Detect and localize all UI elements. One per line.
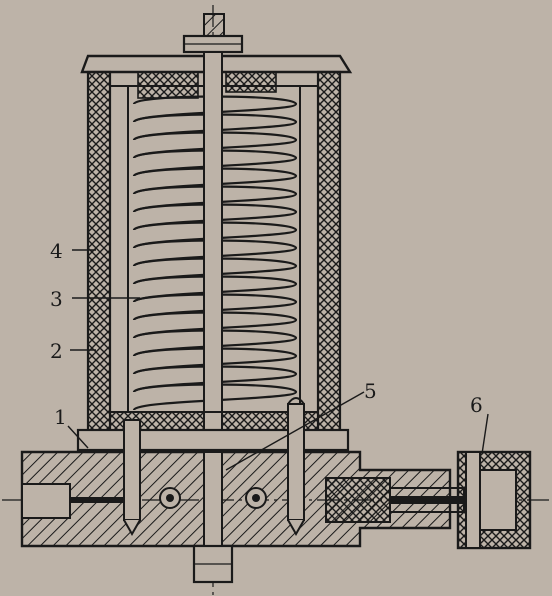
inlet-bore	[21, 483, 71, 519]
callout-4: 4	[50, 239, 63, 263]
leader-lines	[67, 249, 489, 471]
channel-right	[287, 403, 305, 521]
channel-left	[123, 419, 141, 521]
spring-turn	[132, 383, 298, 412]
callout-5: 5	[364, 379, 377, 403]
union-nut	[456, 450, 532, 550]
port-holes	[159, 487, 267, 509]
callout-2: 2	[50, 339, 63, 363]
top-nut	[182, 13, 244, 54]
coil-spring	[132, 95, 298, 412]
callout-3: 3	[50, 287, 63, 311]
callout-6: 6	[470, 393, 483, 417]
housing-wall-right	[316, 70, 342, 434]
housing-wall-left	[86, 70, 112, 434]
callout-1: 1	[54, 405, 67, 429]
